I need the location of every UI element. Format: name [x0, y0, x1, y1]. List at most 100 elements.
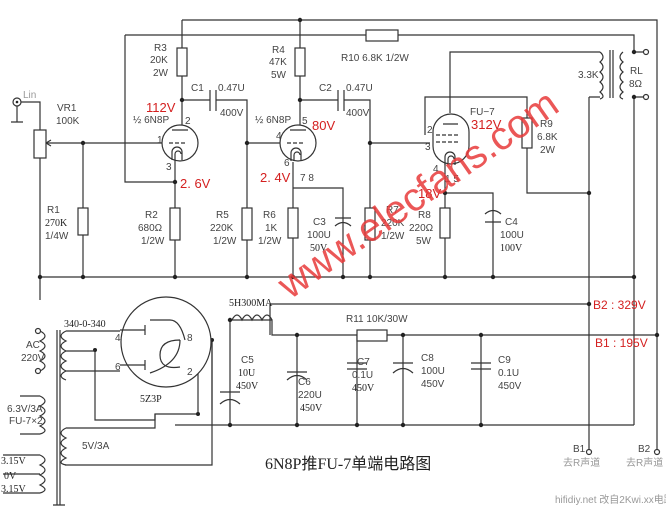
tubes-V1-label-label: ½ 6N8P — [133, 115, 169, 126]
capacitor-c3: C3 100U 50V — [307, 217, 352, 254]
components-VR1-name-label: VR1 — [57, 103, 77, 114]
components-R11-label-label: R11 10K/30W — [346, 314, 408, 325]
components-C3-rating-label: 50V — [310, 243, 328, 254]
components-R2-rating-label: 1/2W — [141, 236, 165, 247]
components-C4-value-label: 100U — [500, 230, 524, 241]
components-C9-rating-label: 450V — [498, 381, 522, 392]
screen-wire — [424, 96, 589, 194]
credit-text: hifidiy.net 改自2Kwi.xx电路 — [555, 493, 666, 506]
components-OPT-primary-label: 3.3K — [578, 70, 599, 81]
components-C2-rating-label: 400V — [346, 108, 370, 119]
diagram-title: 6N8P推FU-7单端电路图 — [265, 455, 431, 473]
input-jack[interactable]: Lin — [11, 90, 41, 123]
power-transformer: 340-0-340 AC 220V 6.3V/3A FU-7×2 5V/3A 3… — [1, 319, 156, 506]
components-R9-rating-label: 2W — [540, 145, 556, 156]
tubes-rect-pins-0-label: 4 — [115, 333, 121, 344]
terminals-b2-label: B2 — [638, 444, 651, 455]
terminals-b1-label: B1 — [573, 444, 586, 455]
components-R9-name-label: R9 — [540, 119, 553, 130]
top-rail-b2 — [182, 19, 658, 450]
resistor-r4: R4 47K 5W — [269, 45, 306, 81]
components-R10-label-label: R10 6.8K 1/2W — [341, 53, 409, 64]
components-R5-rating-label: 1/2W — [213, 236, 237, 247]
resistor-r9: R9 6.8K 2W — [521, 117, 558, 156]
power_transformer-heater-label: 6.3V/3A — [7, 404, 43, 415]
filter-cap-wires — [296, 335, 482, 425]
capacitor-c6: C6 220U 450V — [286, 371, 323, 414]
components-C8-name-label: C8 — [421, 353, 434, 364]
components-C1-value-label: 0.47U — [218, 83, 245, 94]
power_transformer-heater_note-label: FU-7×2 — [9, 416, 43, 427]
components-C7-name-label: C7 — [357, 357, 370, 368]
5v-winding-wire — [65, 340, 213, 466]
components-R7-value-label: 220K — [381, 218, 405, 229]
power_transformer-tap_bot-label: 3.15V — [1, 484, 27, 495]
resistor-r6: R6 1K 1/2W — [258, 207, 299, 247]
v1-anode-voltage: 112V — [146, 100, 176, 115]
capacitor-c5: C5 10U 450V — [219, 355, 259, 405]
components-OPT-load_value-label: 8Ω — [629, 79, 643, 90]
tubes-V3-pins-1-label: 3 — [425, 142, 431, 153]
terminals-b1_note-label: 去R声道 — [563, 456, 600, 469]
components-C9-value-label: 0.1U — [498, 368, 519, 379]
components-VR1-value-label: 100K — [56, 116, 80, 127]
resistor-r1: R1 270K 1/4W — [45, 205, 89, 242]
components-C6-rating-label: 450V — [300, 403, 323, 414]
terminals-b2_note-label: 去R声道 — [626, 456, 663, 469]
vr1-potentiometer[interactable]: VR1 100K — [33, 103, 80, 159]
terminal-b2[interactable]: B2 去R声道 — [626, 444, 663, 469]
components-C7-rating-label: 450V — [352, 383, 375, 394]
power_transformer-tap_top-label: 3.15V — [1, 456, 27, 467]
v2-cathode-voltage: 2. 4V — [260, 170, 291, 185]
capacitor-c9: C9 0.1U 450V — [471, 355, 522, 392]
components-C6-name-label: C6 — [298, 377, 311, 388]
components-C8-rating-label: 450V — [421, 379, 445, 390]
v3-anode-wire — [449, 51, 600, 113]
tube-v2-6n8p: ½ 6N8P 4 5 6 7 8 80V 2. 4V — [255, 115, 335, 185]
tubes-rect-pins-1-label: 6 — [115, 362, 121, 373]
capacitor-c7: C7 0.1U 450V — [347, 357, 375, 394]
tubes-V3-pins-0-label: 2 — [427, 125, 433, 136]
components-R3-rating-label: 2W — [153, 68, 169, 79]
speaker-terminal-minus — [642, 93, 650, 101]
components-C9-name-label: C9 — [498, 355, 511, 366]
resistor-r5: R5 220K 1/2W — [210, 207, 253, 247]
components-C3-value-label: 100U — [307, 230, 331, 241]
components-R9-value-label: 6.8K — [537, 132, 558, 143]
power_transformer-ac_line-label: AC — [26, 340, 40, 351]
components-R8-rating-label: 5W — [416, 236, 432, 247]
components-R2-name-label: R2 — [145, 210, 158, 221]
power_transformer-ac_volts-label: 220V — [21, 353, 45, 364]
tubes-V1-pins-2-label: 3 — [166, 162, 172, 173]
junction-dots — [37, 17, 660, 428]
power_transformer-hv-label: 340-0-340 — [64, 319, 106, 330]
tubes-V2-pins-3-label: 7 8 — [300, 173, 314, 184]
tubes-V2-label-label: ½ 6N8P — [255, 115, 291, 126]
v3-cathode-voltage: 18V — [418, 186, 441, 201]
components-R4-value-label: 47K — [269, 57, 287, 68]
components-R1-rating-label: 1/4W — [45, 231, 69, 242]
components-R8-name-label: R8 — [418, 210, 431, 221]
components-R5-name-label: R5 — [216, 210, 229, 221]
filter-ground-return — [600, 276, 635, 425]
watermark: www.elecfans.com — [269, 81, 566, 308]
terminal-b1[interactable]: B1 去R声道 — [563, 444, 600, 469]
v2-anode-voltage: 80V — [312, 118, 335, 133]
choke-inductor: 5H300MA — [229, 298, 273, 322]
tubes-V2-pins-2-label: 6 — [284, 158, 290, 169]
rectifier-5z3p: 4 6 8 2 5Z3P — [115, 296, 212, 405]
components-C2-name-label: C2 — [319, 83, 332, 94]
components-R7-name-label: R7 — [386, 205, 399, 216]
tubes-V1-pins-0-label: 1 — [157, 135, 163, 146]
resistor-r11: R11 10K/30W — [346, 314, 408, 342]
b2-voltage-label: B2 : 329V — [593, 298, 646, 312]
components-C4-name-label: C4 — [505, 217, 518, 228]
tubes-V3-pins-3-label: 1 5 — [445, 174, 459, 185]
components-C1-name-label: C1 — [191, 83, 204, 94]
components-C3-name-label: C3 — [313, 217, 326, 228]
components-R4-name-label: R4 — [272, 45, 285, 56]
resistor-r7: R7 220K 1/2W — [364, 205, 405, 242]
components-R1-name-label: R1 — [47, 205, 60, 216]
